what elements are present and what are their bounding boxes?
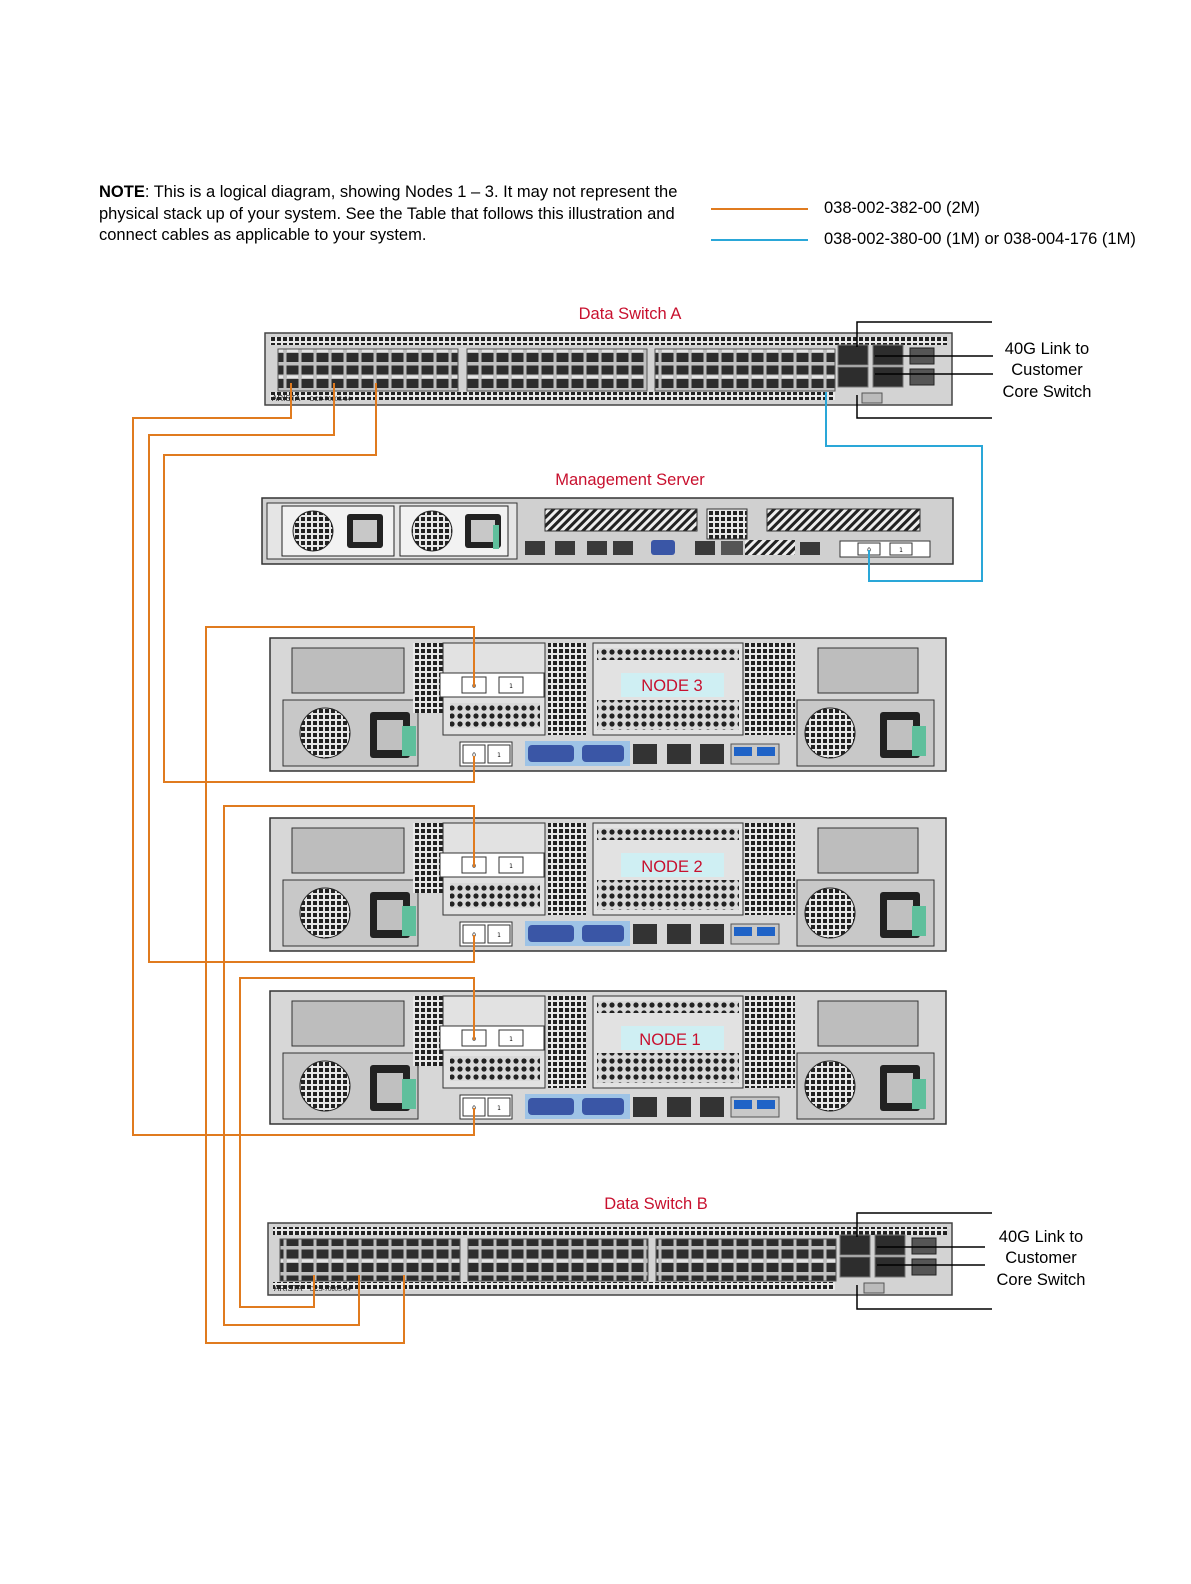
switch-b-brand: ARISTA — [274, 1284, 303, 1293]
node-1-chassis — [269, 990, 947, 1125]
node1-pcie-port1: 1 — [509, 1036, 513, 1043]
cable-switch-a-node3 — [163, 383, 475, 783]
note-label: NOTE — [99, 183, 145, 201]
legend-text-orange: 038-002-382-00 (2M) — [824, 199, 980, 217]
management-server: 0 1 — [261, 497, 954, 565]
switch-a-uplink-line3: Core Switch — [1003, 383, 1092, 401]
legend-text-blue: 038-002-380-00 (1M) or 038-004-176 (1M) — [824, 230, 1136, 248]
switch-b-title: Data Switch B — [604, 1195, 708, 1213]
legend-line-blue — [711, 239, 808, 241]
legend-line-orange — [711, 208, 808, 210]
mgmt-title: Management Server — [555, 471, 705, 489]
blue-cables — [825, 392, 983, 582]
node3-onboard-port1: 1 — [497, 752, 501, 759]
switch-b-uplink-line2: Customer — [1005, 1249, 1077, 1267]
data-switch-b: ARISTA DCS-7060S-64 — [267, 1222, 953, 1296]
cable-switch-a-node2 — [148, 383, 475, 963]
node1-onboard-port1: 1 — [497, 1105, 501, 1112]
note-body: : This is a logical diagram, showing Nod… — [99, 183, 678, 244]
node-3-chassis — [269, 637, 947, 772]
node-1-label: NODE 1 — [639, 1031, 700, 1049]
orange-cables — [132, 383, 475, 1344]
switch-b-uplink-line1: 40G Link to — [999, 1228, 1083, 1246]
switch-a-uplink-lines — [856, 321, 993, 419]
switch-a-brand: ARISTA — [272, 394, 301, 403]
node-3-label: NODE 3 — [641, 677, 702, 695]
data-switch-a: ARISTA DCS-7060S-64 — [264, 332, 953, 406]
cable-switch-b-node2 — [223, 805, 475, 1326]
switch-a-uplink-line2: Customer — [1011, 361, 1083, 379]
mgmt-port1-label: 1 — [899, 547, 903, 554]
cable-switch-b-node1 — [239, 977, 475, 1308]
node2-pcie-port1: 1 — [509, 863, 513, 870]
switch-a-model: DCS-7060S-64 — [310, 397, 351, 403]
note-text: NOTE: This is a logical diagram, showing… — [99, 182, 699, 247]
node-2-label: NODE 2 — [641, 858, 702, 876]
cable-switch-a-mgmt — [825, 392, 983, 582]
switch-a-uplink-line1: 40G Link to — [1005, 340, 1089, 358]
cable-switch-a-node1 — [132, 383, 475, 1136]
node3-pcie-port1: 1 — [509, 683, 513, 690]
switch-b-uplink-lines — [856, 1212, 992, 1310]
switch-b-model: DCS-7060S-64 — [310, 1287, 351, 1293]
node2-onboard-port1: 1 — [497, 932, 501, 939]
switch-a-title: Data Switch A — [579, 305, 682, 323]
cable-switch-b-node3 — [205, 626, 475, 1344]
node-2-chassis — [269, 817, 947, 952]
node3-onboard-port0: 0 — [472, 752, 476, 759]
switch-b-uplink-line3: Core Switch — [997, 1271, 1086, 1289]
